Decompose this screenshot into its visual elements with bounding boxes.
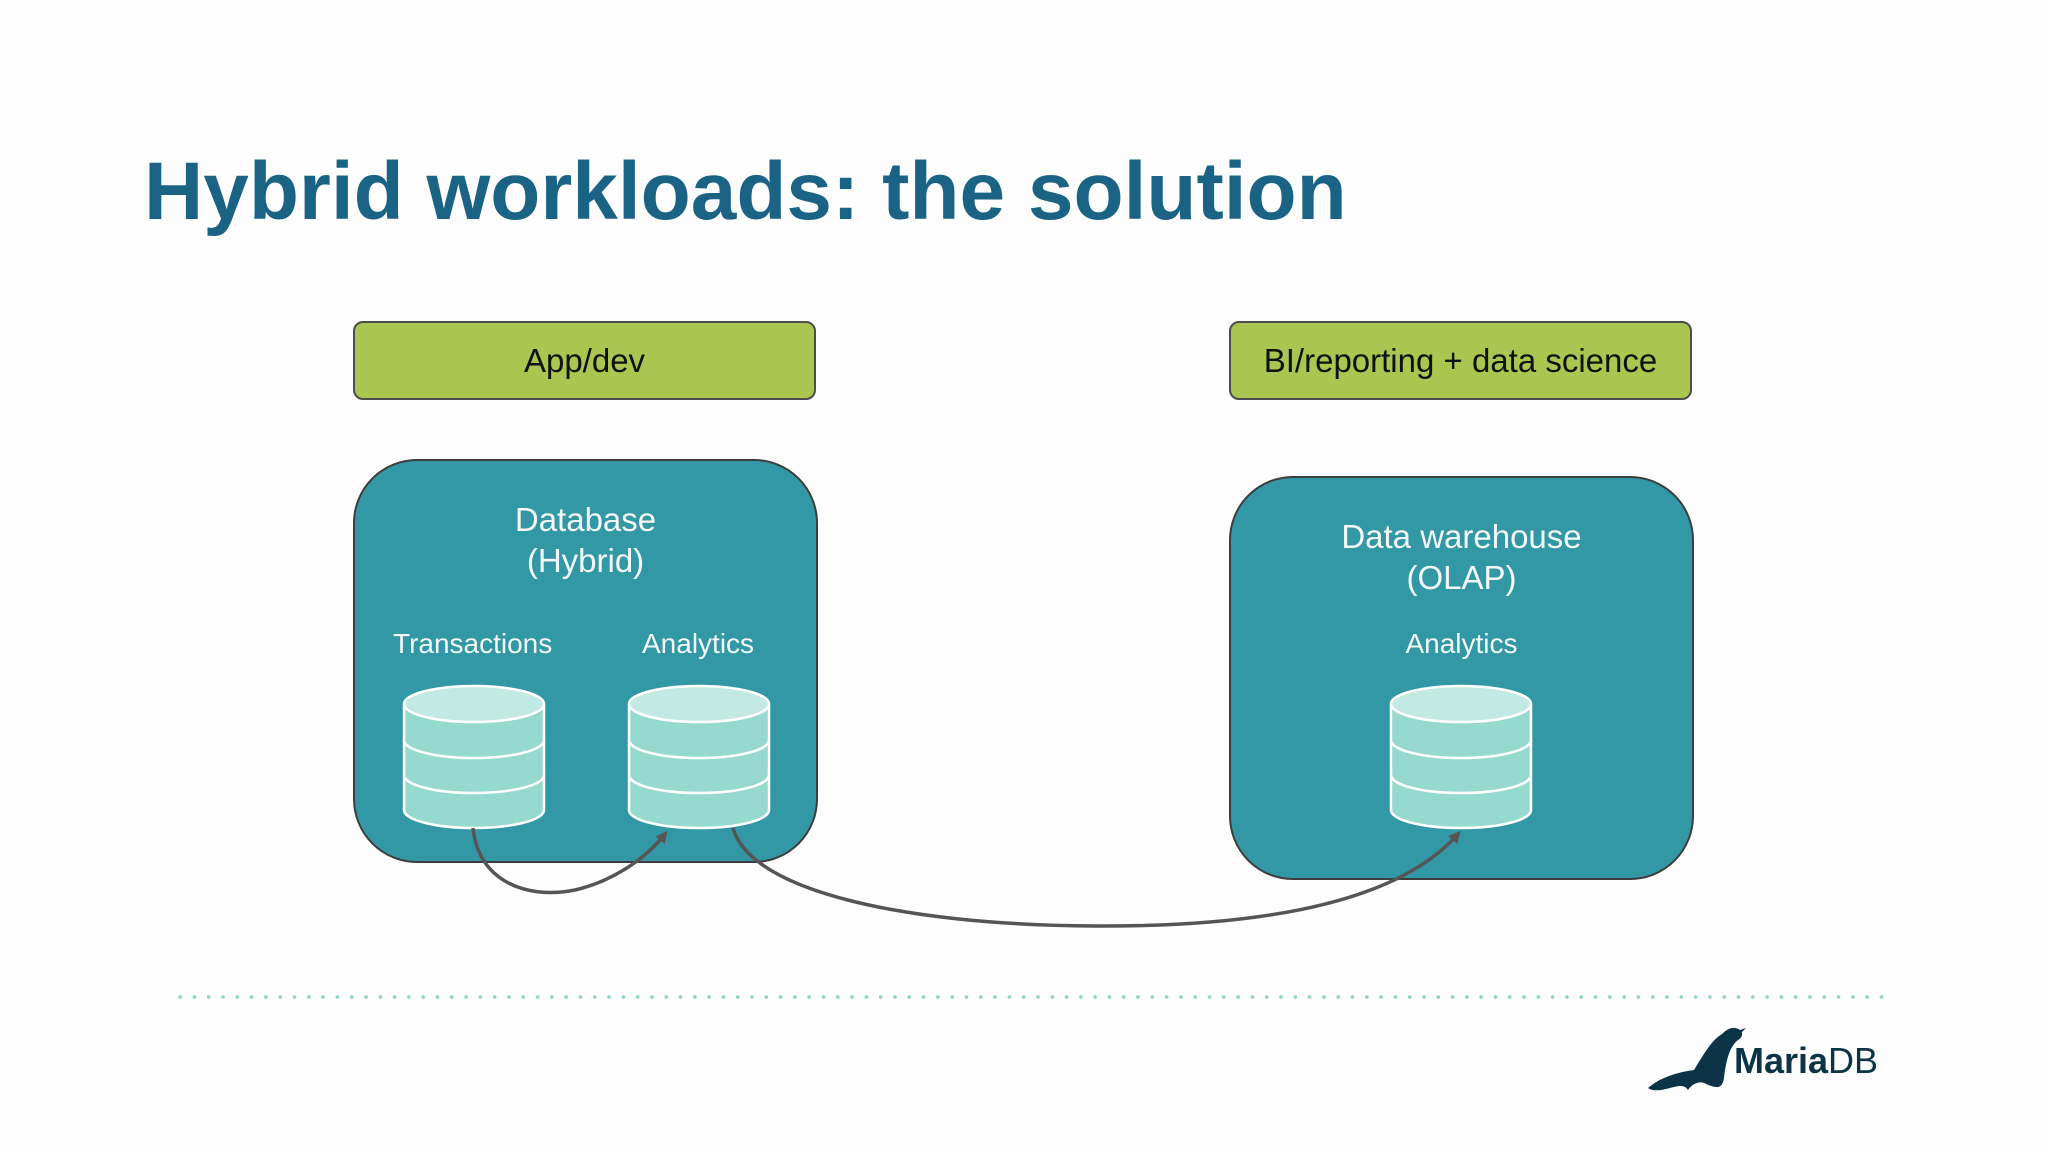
- analytics-label-warehouse: Analytics: [1405, 628, 1518, 659]
- warehouse-title-line2: (OLAP): [1406, 559, 1517, 596]
- hybrid-title-line2: (Hybrid): [526, 542, 645, 579]
- app-dev-label: App/dev: [523, 341, 646, 379]
- hybrid-database-box: Database (Hybrid) Transactions Analytics: [353, 459, 818, 863]
- mariadb-logo-text: MariaDB: [1734, 1040, 1878, 1082]
- mariadb-logo: MariaDB: [1730, 1024, 1878, 1082]
- logo-brand-bold: Maria: [1734, 1040, 1829, 1081]
- bi-reporting-label: BI/reporting + data science: [1263, 341, 1658, 379]
- warehouse-title-line1: Data warehouse: [1341, 518, 1582, 555]
- slide-title: Hybrid workloads: the solution: [144, 146, 1347, 237]
- hybrid-database-title: Database (Hybrid): [355, 499, 816, 581]
- analytics-label-hybrid: Analytics: [642, 628, 755, 659]
- data-warehouse-box: Data warehouse (OLAP) Analytics: [1229, 476, 1694, 880]
- logo-brand-light: DB: [1828, 1040, 1879, 1081]
- dotted-divider: [173, 995, 1885, 999]
- hybrid-title-line1: Database: [514, 501, 657, 538]
- app-dev-box: App/dev: [353, 321, 816, 400]
- bi-reporting-box: BI/reporting + data science: [1229, 321, 1692, 400]
- transactions-label: Transactions: [393, 628, 553, 659]
- warehouse-title: Data warehouse (OLAP): [1231, 516, 1692, 598]
